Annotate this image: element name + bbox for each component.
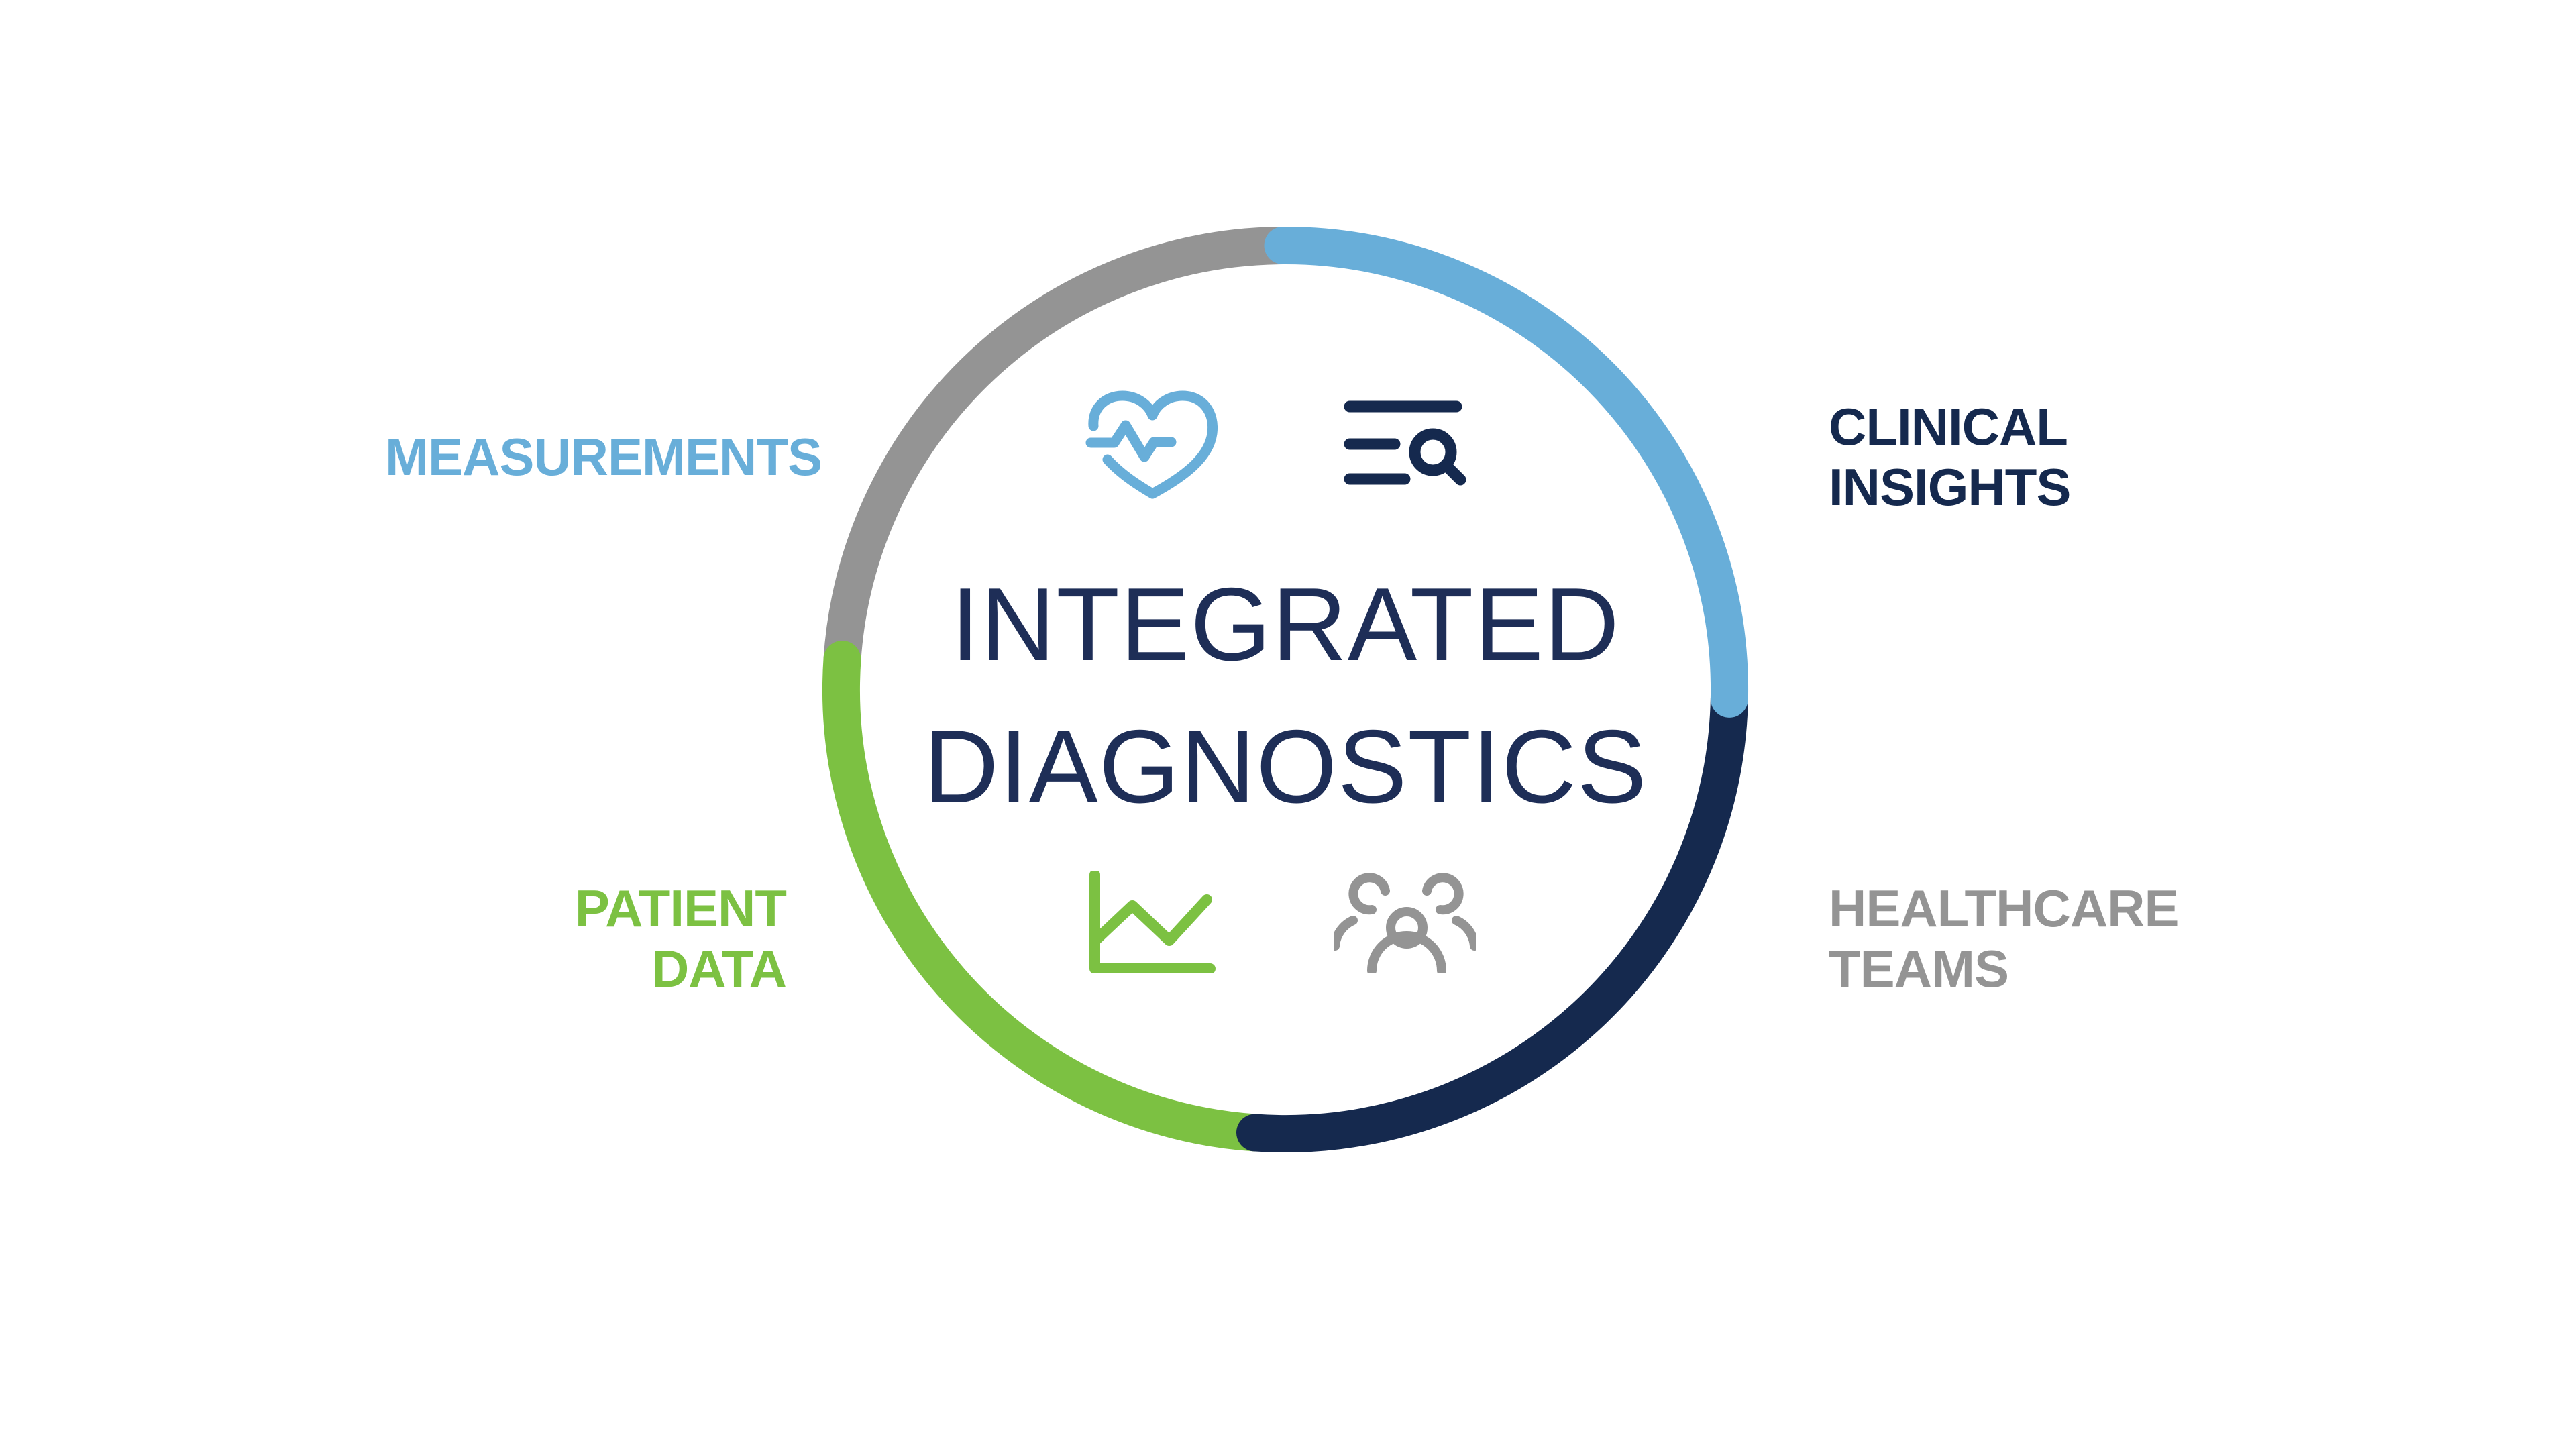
list-search-icon (1344, 400, 1466, 486)
label-healthcare-teams: HEALTHCARE TEAMS (1829, 878, 2180, 999)
label-measurements: MEASUREMENTS (385, 427, 822, 487)
center-title: INTEGRATED DIAGNOSTICS (782, 553, 1788, 838)
line-chart-icon (1089, 871, 1216, 973)
label-clinical-insights-line2: INSIGHTS (1829, 458, 2071, 517)
ring-segment-healthcare-teams (823, 227, 1302, 678)
center-title-line2: DIAGNOSTICS (923, 708, 1648, 824)
label-clinical-insights-line1: CLINICAL (1829, 397, 2068, 456)
label-patient-data-line1: PATIENT (574, 879, 787, 938)
label-healthcare-teams-line2: TEAMS (1829, 939, 2009, 998)
ring-segment-clinical-insights (1236, 680, 1748, 1153)
center-title-line1: INTEGRATED (951, 566, 1620, 682)
ring-segment-measurements (1264, 226, 1749, 718)
label-patient-data: PATIENT DATA (574, 878, 787, 999)
label-clinical-insights: CLINICAL INSIGHTS (1829, 396, 2071, 517)
label-patient-data-line2: DATA (651, 939, 787, 998)
label-measurements-line1: MEASUREMENTS (385, 427, 822, 486)
ring-segment-patient-data (822, 641, 1274, 1152)
people-group-icon (1334, 873, 1476, 973)
heart-pulse-icon (1085, 390, 1218, 499)
label-healthcare-teams-line1: HEALTHCARE (1829, 879, 2180, 938)
